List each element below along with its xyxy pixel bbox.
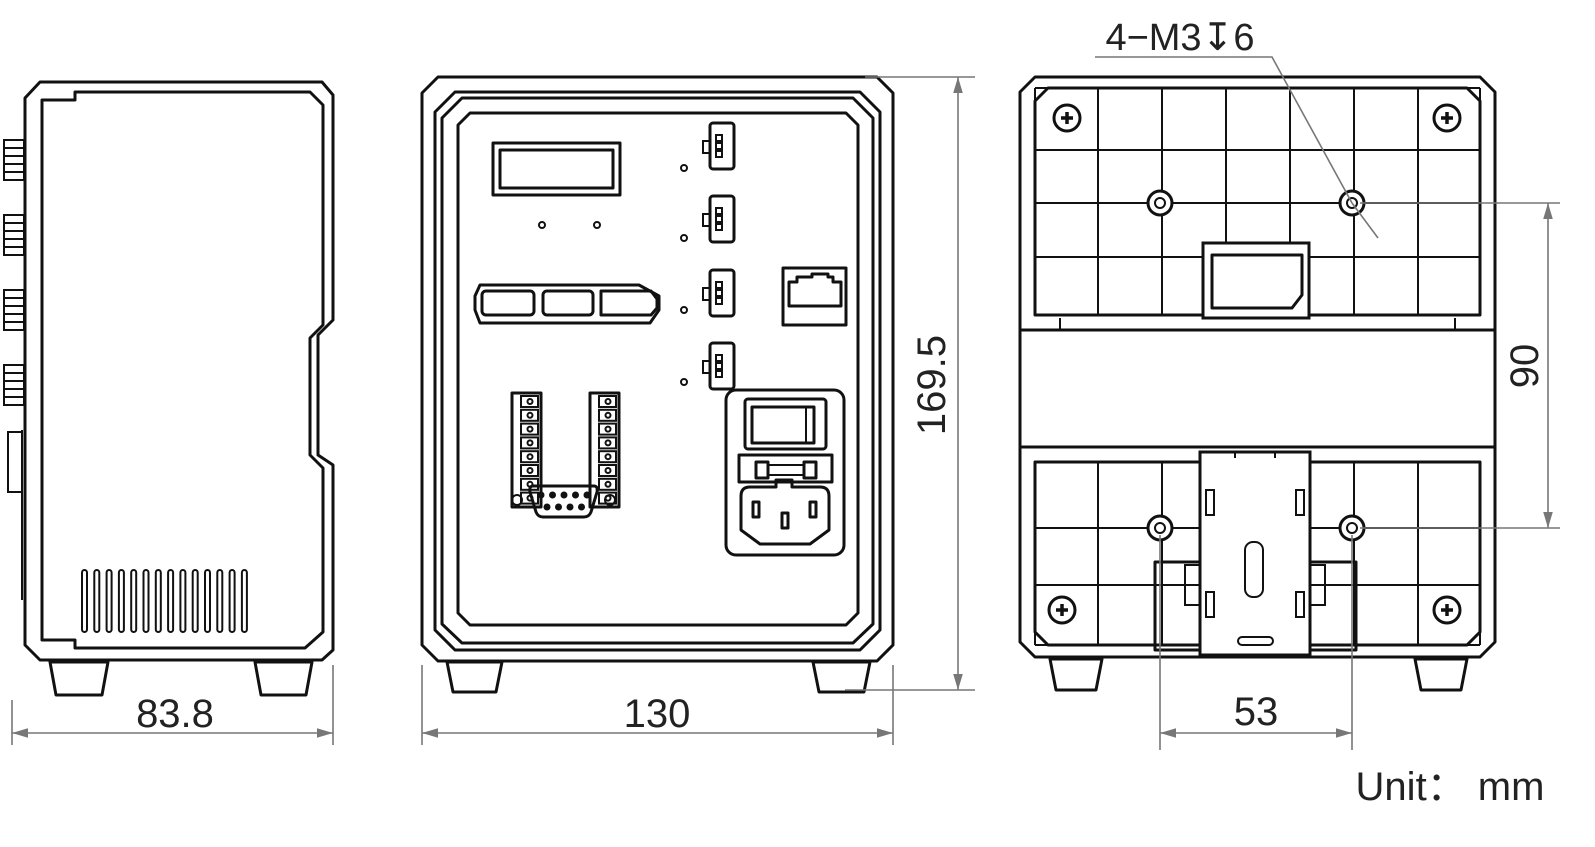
terminal-blocks (510, 391, 621, 509)
vent-slot (228, 569, 236, 633)
vent-slot (179, 569, 187, 633)
power-inlet (724, 388, 846, 557)
led-indicator (680, 164, 688, 172)
unit-label: Unit： mm (1356, 765, 1545, 809)
side-connector (3, 214, 25, 256)
vent-slot (167, 569, 175, 633)
led-indicator (680, 234, 688, 242)
hole-leader (1095, 56, 1353, 204)
side-width-label: 83.8 (136, 692, 214, 736)
foot (1048, 657, 1104, 692)
vent-slot (81, 569, 88, 633)
vent-slot (204, 569, 211, 633)
lcd-display (491, 141, 622, 197)
sensor-connectors (680, 121, 736, 391)
vent-slots (81, 569, 248, 633)
terminal-block (510, 391, 543, 509)
led-indicator (593, 221, 601, 229)
vent-slot (216, 569, 224, 633)
foot (48, 660, 110, 697)
foot (1413, 657, 1469, 692)
hole-horizontal-spacing-label: 53 (1234, 690, 1279, 734)
vent-slot (240, 569, 248, 633)
side-view: 83.8 (3, 80, 335, 745)
terminal-block (588, 391, 621, 509)
din-rail-clip (1198, 450, 1312, 657)
side-connector (3, 289, 25, 331)
mounting-hole (1146, 189, 1174, 217)
led-indicator (538, 221, 546, 229)
vent-slot (117, 569, 125, 633)
led-indicator (680, 378, 688, 386)
hole-vertical-spacing-label: 90 (1503, 344, 1547, 389)
led-indicator (680, 306, 688, 314)
vent-slot (142, 569, 150, 633)
foot (253, 660, 314, 697)
hole-spec-label: 4−M3↧6 (1105, 17, 1254, 59)
rj45-port (781, 266, 848, 327)
front-height-label: 169.5 (910, 335, 954, 435)
db9-port (511, 484, 616, 519)
foot (811, 660, 872, 694)
side-connector (3, 364, 25, 406)
side-connector (3, 139, 25, 181)
back-view: 4−M3↧6 90 53 (1018, 17, 1560, 750)
vent-slot (154, 569, 162, 633)
fuse-holder (737, 453, 834, 484)
vent-slot (130, 569, 138, 633)
side-connectors (3, 139, 25, 406)
vent-slot (191, 569, 199, 633)
front-width-label: 130 (624, 692, 691, 736)
foot (445, 660, 504, 694)
button-panel (473, 283, 661, 325)
power-switch (743, 397, 828, 451)
front-view: 130 169.5 (420, 75, 975, 745)
vent-slot (105, 569, 113, 633)
vent-slot (93, 569, 101, 633)
